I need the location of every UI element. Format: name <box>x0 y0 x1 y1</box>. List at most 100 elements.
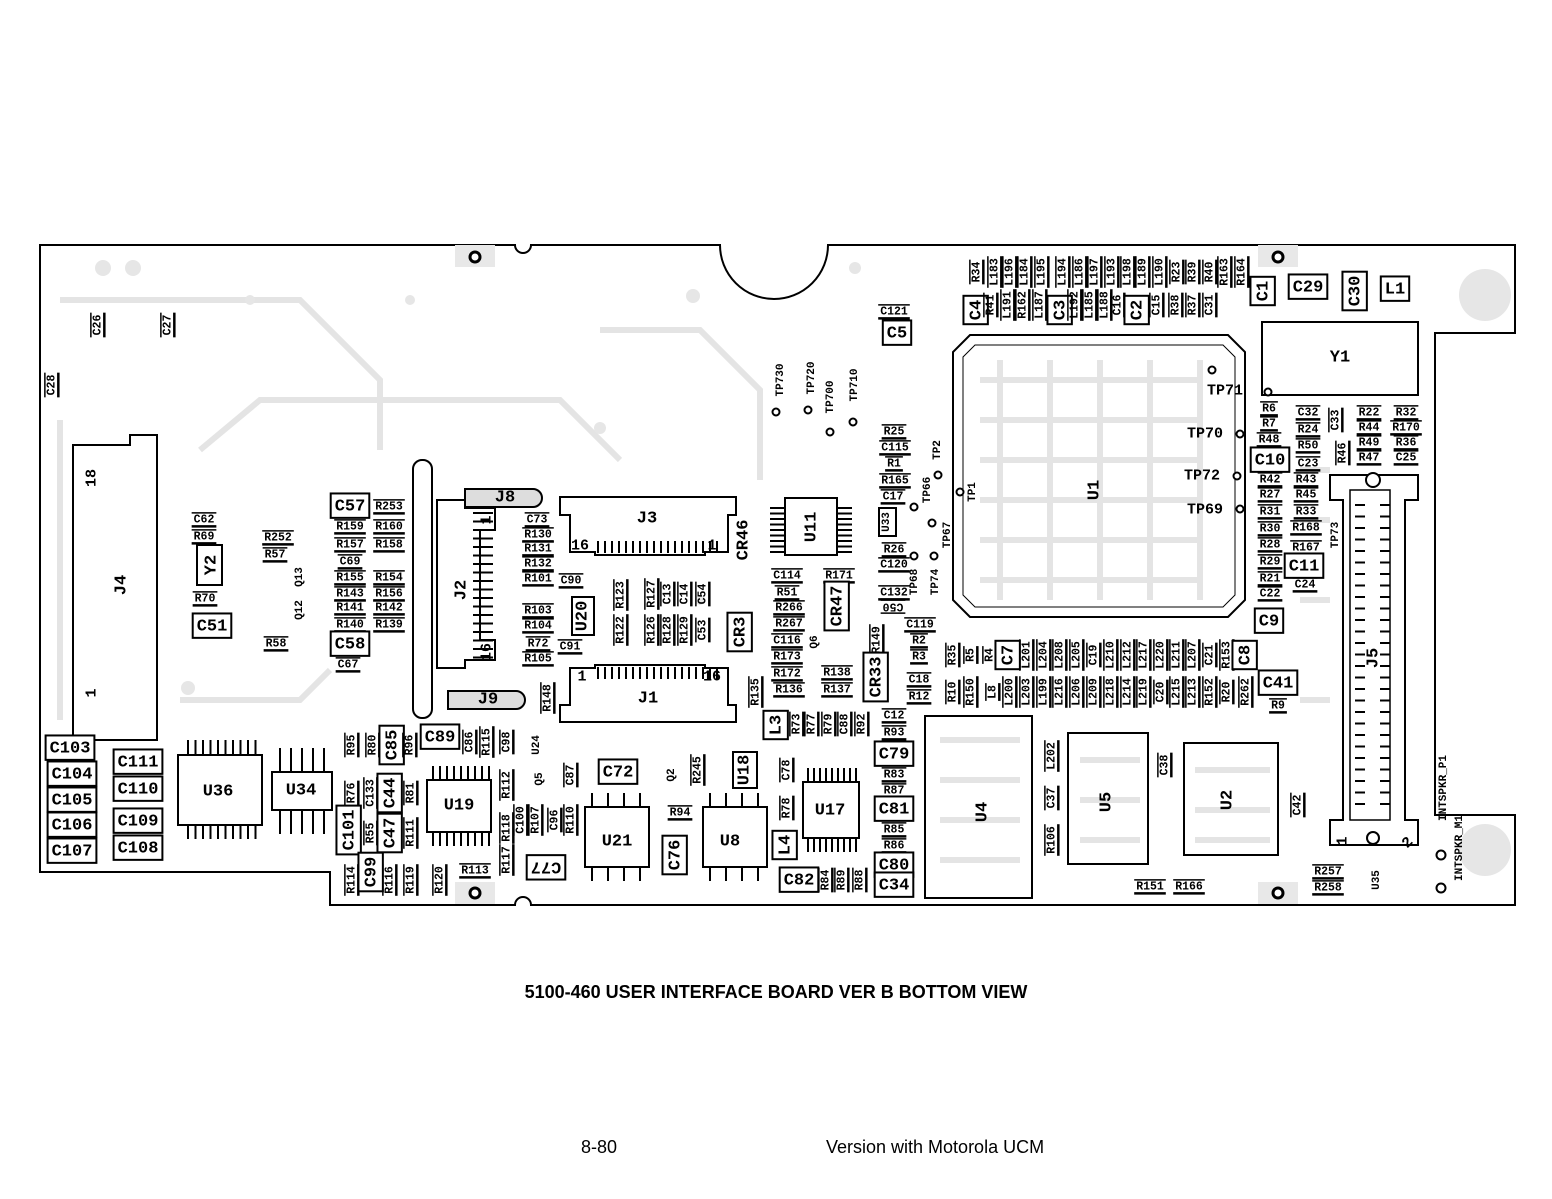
component-label: Y1 <box>1330 349 1350 368</box>
u36-chip-outline <box>177 754 263 826</box>
component-box <box>112 775 164 802</box>
component-box <box>44 734 96 761</box>
component-tp2: TP2 <box>932 440 944 460</box>
component-u19: U19 <box>444 797 475 816</box>
component-r22: R22 <box>1356 405 1382 421</box>
component-q5: Q5 <box>534 772 546 786</box>
component-label: TP1 <box>967 482 979 502</box>
component-c47: C47 <box>376 812 403 854</box>
component-u20: U20 <box>574 601 593 632</box>
component-box <box>1123 294 1150 326</box>
component-c106: C106 <box>46 811 98 838</box>
component-label: R129 <box>679 616 692 644</box>
component-label: R55 <box>365 823 378 844</box>
component-label: R166 <box>1175 881 1203 894</box>
component-c10: C10 <box>1249 446 1291 473</box>
component-label: R72 <box>528 638 549 651</box>
component-box <box>1287 273 1329 300</box>
component-box <box>376 772 403 814</box>
component-r88: R88 <box>852 867 868 893</box>
component-c91: C91 <box>557 639 583 655</box>
component-label: R94 <box>670 807 691 820</box>
component-label: R50 <box>1298 440 1319 453</box>
component-r115: R115 <box>479 726 495 758</box>
component-c85: C85 <box>378 724 405 766</box>
component-c15: C15 <box>1149 292 1165 318</box>
component-r80: R80 <box>365 732 381 758</box>
component-box <box>1283 552 1325 579</box>
component-label: R76 <box>346 783 359 804</box>
component-r149: R149 <box>869 624 885 656</box>
component-tp1: TP1 <box>967 482 979 502</box>
component-label: J1 <box>638 690 658 709</box>
component-label: R143 <box>336 588 364 601</box>
component-label: L8 <box>987 685 1000 699</box>
pin-number-j1-left: 1 <box>577 669 586 686</box>
component-label: R142 <box>375 602 403 615</box>
component-r129: R129 <box>677 614 693 646</box>
component-r3: R3 <box>910 649 928 665</box>
component-label: R168 <box>1292 522 1320 535</box>
component-label: L218 <box>1105 678 1118 706</box>
u4-chip-outline <box>924 715 1033 899</box>
component-c115: C115 <box>879 440 911 456</box>
component-label: L216 <box>1054 678 1067 706</box>
component-r1: R1 <box>885 456 903 472</box>
component-label: R86 <box>884 840 905 853</box>
component-label: CR47 <box>829 586 848 627</box>
component-r266: R266 <box>773 600 805 616</box>
component-label: C19 <box>1088 645 1101 666</box>
component-label: L203 <box>1021 678 1034 706</box>
component-q13: Q13 <box>294 567 306 587</box>
component-box <box>419 723 461 750</box>
component-c21: C21 <box>1202 642 1218 668</box>
component-label: R70 <box>195 593 216 606</box>
component-label: TP710 <box>849 368 861 401</box>
component-label: R38 <box>1170 295 1183 316</box>
component-tp70: TP70 <box>1187 426 1223 443</box>
component-r96: R96 <box>402 732 418 758</box>
component-r69: R69 <box>191 529 217 545</box>
component-label: C116 <box>773 635 801 648</box>
component-box <box>329 630 371 657</box>
component-label: R141 <box>336 602 364 615</box>
component-label: L208 <box>1054 641 1067 669</box>
component-label: R36 <box>1396 437 1417 450</box>
y2-outline <box>196 544 223 586</box>
component-label: R257 <box>1314 866 1342 879</box>
component-l207: L207 <box>1185 639 1201 671</box>
component-tp700: TP700 <box>825 380 837 413</box>
component-label: R267 <box>775 618 803 631</box>
component-label: R31 <box>1260 506 1281 519</box>
component-c27: C27 <box>160 312 176 338</box>
component-label: L4 <box>777 835 796 855</box>
component-label: L188 <box>1099 291 1112 319</box>
component-label: C73 <box>527 514 548 527</box>
component-label: J5 <box>1365 648 1384 668</box>
component-label: R151 <box>1136 881 1164 894</box>
component-label: R131 <box>524 543 552 556</box>
component-r24: R24 <box>1295 422 1321 438</box>
component-r167: R167 <box>1290 540 1322 556</box>
component-label: R47 <box>1359 452 1380 465</box>
component-label: R41 <box>985 295 998 316</box>
component-label: C37 <box>1046 788 1059 809</box>
component-l202: L202 <box>1044 740 1060 772</box>
u8-chip-outline <box>702 806 768 868</box>
component-label: U35 <box>1371 870 1383 890</box>
component-label: C38 <box>1159 755 1172 776</box>
component-label: L215 <box>1171 678 1184 706</box>
component-c69: C69 <box>337 554 363 570</box>
component-c57: C57 <box>329 492 371 519</box>
component-r106: R106 <box>1044 824 1060 856</box>
component-l211: L211 <box>1169 639 1185 671</box>
component-l206: L206 <box>1069 676 1085 708</box>
component-label: C53 <box>697 620 710 641</box>
component-c38: C38 <box>1157 752 1173 778</box>
component-box <box>1379 275 1411 302</box>
component-l210: L210 <box>1103 639 1119 671</box>
component-label: U5 <box>1098 792 1117 812</box>
component-c114: C114 <box>771 568 803 584</box>
component-label: C90 <box>561 575 582 588</box>
component-box <box>661 834 688 876</box>
